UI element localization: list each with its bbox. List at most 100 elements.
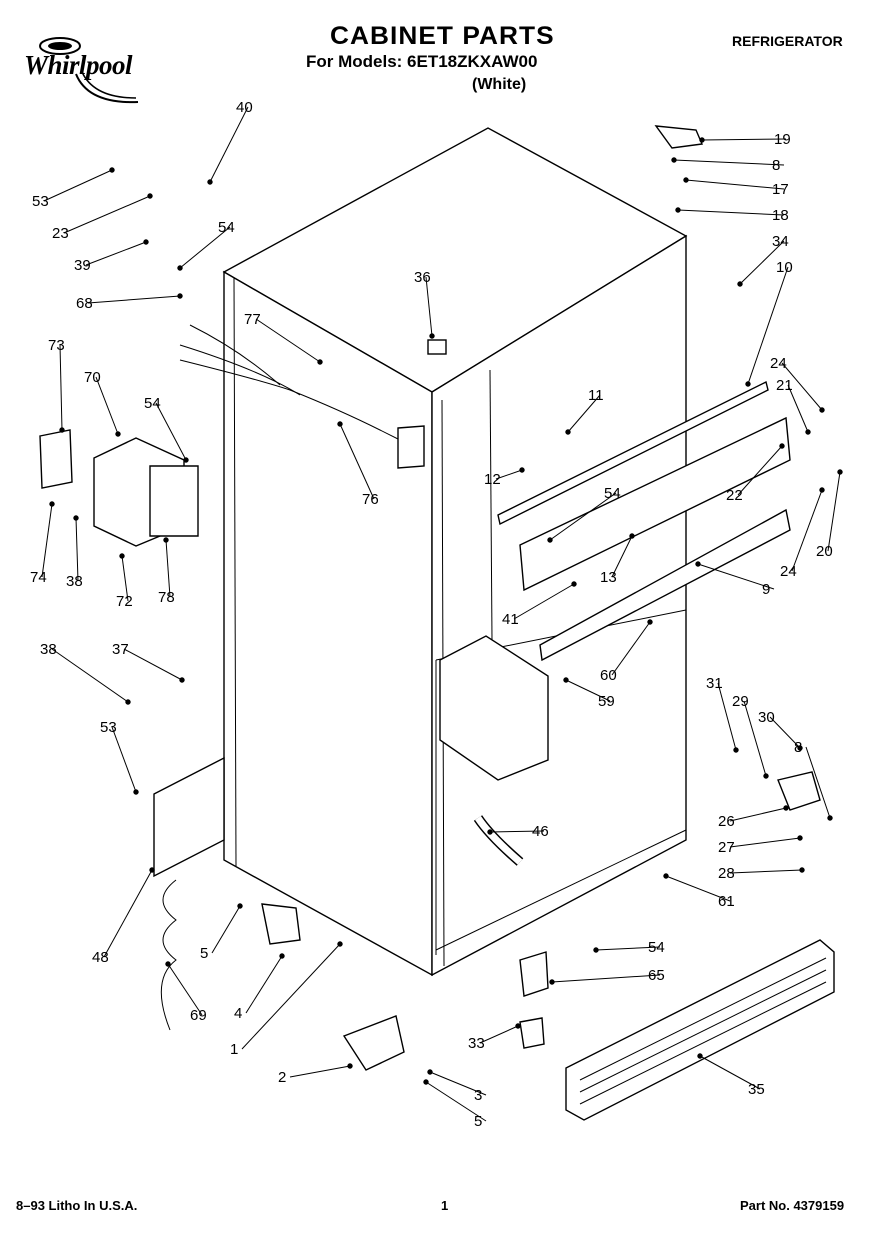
part-callout-3: 3 (474, 1087, 482, 1104)
leader-lines (41, 106, 843, 1122)
arrowhead-icon (805, 429, 811, 435)
arrowhead-icon (819, 487, 825, 493)
leader-line (123, 648, 183, 681)
leader-line (41, 503, 53, 578)
part-callout-10: 10 (776, 259, 793, 276)
leader-line (697, 563, 775, 590)
part-callout-38: 38 (40, 641, 57, 658)
arrowhead-icon (783, 805, 789, 811)
leader-line (51, 648, 129, 703)
product-category: REFRIGERATOR (732, 33, 843, 49)
part-callout-78: 78 (158, 589, 175, 606)
leader-line (787, 384, 809, 433)
arrowhead-icon (165, 961, 171, 967)
part-callout-73: 73 (48, 337, 65, 354)
arrowhead-icon (779, 443, 785, 449)
part-callout-20: 20 (816, 543, 833, 560)
leader-line (677, 209, 785, 216)
leader-line (85, 241, 147, 266)
leader-line (805, 746, 831, 819)
leader-line (551, 974, 661, 983)
part-callout-59: 59 (598, 693, 615, 710)
arrowhead-icon (737, 281, 743, 287)
leader-line (743, 700, 767, 777)
part-callout-38: 38 (66, 573, 83, 590)
leader-line (241, 943, 341, 1050)
arrowhead-icon (515, 1023, 521, 1029)
arrowhead-icon (147, 193, 153, 199)
leader-line (103, 869, 153, 958)
arrowhead-icon (571, 581, 577, 587)
leader-line (165, 539, 171, 598)
arrowhead-icon (697, 1053, 703, 1059)
part-callout-19: 19 (774, 131, 791, 148)
arrowhead-icon (109, 167, 115, 173)
arrowhead-icon (119, 553, 125, 559)
arrowhead-icon (125, 699, 131, 705)
part-callout-23: 23 (52, 225, 69, 242)
part-callout-34: 34 (772, 233, 789, 250)
arrowhead-icon (347, 1063, 353, 1069)
leader-line (87, 295, 181, 304)
part-callout-13: 13 (600, 569, 617, 586)
leader-line (495, 469, 523, 480)
leader-line (121, 555, 129, 602)
model-color: (White) (472, 76, 527, 93)
part-callout-65: 65 (648, 967, 665, 984)
leader-line (429, 1071, 487, 1096)
part-callout-35: 35 (748, 1081, 765, 1098)
part-callout-22: 22 (726, 487, 743, 504)
leader-line (167, 963, 203, 1016)
part-callout-70: 70 (84, 369, 101, 386)
part-callout-74: 74 (30, 569, 47, 586)
leader-line (479, 1025, 519, 1044)
leader-line (513, 583, 575, 620)
arrowhead-icon (563, 677, 569, 683)
part-callout-72: 72 (116, 593, 133, 610)
arrowhead-icon (565, 429, 571, 435)
part-callout-54: 54 (218, 219, 235, 236)
arrowhead-icon (149, 867, 155, 873)
model-number: For Models: 6ET18ZKXAW00 (306, 52, 538, 71)
part-callout-76: 76 (362, 491, 379, 508)
arrowhead-icon (675, 207, 681, 213)
part-callout-5: 5 (474, 1113, 482, 1130)
part-callout-18: 18 (772, 207, 789, 224)
leader-line (211, 905, 241, 954)
part-callout-11: 11 (588, 387, 604, 404)
arrowhead-icon (237, 903, 243, 909)
leader-line (43, 169, 113, 202)
part-callout-24: 24 (770, 355, 787, 372)
whirlpool-logo: Whirlpool (18, 32, 188, 108)
arrowhead-icon (593, 947, 599, 953)
arrowhead-icon (183, 457, 189, 463)
arrowhead-icon (699, 137, 705, 143)
leader-line (209, 106, 249, 183)
leader-line (729, 837, 801, 848)
brand-name: Whirlpool (24, 50, 133, 80)
leader-line (155, 402, 187, 461)
arrowhead-icon (133, 789, 139, 795)
arrowhead-icon (837, 469, 843, 475)
part-callout-37: 37 (112, 641, 129, 658)
leader-line (611, 621, 651, 676)
leader-line (729, 869, 803, 874)
leader-line (665, 875, 731, 902)
part-callout-5: 5 (200, 945, 208, 962)
arrowhead-icon (73, 515, 79, 521)
leader-line (699, 1055, 761, 1090)
part-callout-60: 60 (600, 667, 617, 684)
part-callout-28: 28 (718, 865, 735, 882)
leader-line (567, 394, 601, 433)
part-callout-4: 4 (234, 1005, 242, 1022)
arrowhead-icon (549, 979, 555, 985)
part-callout-8: 8 (794, 739, 802, 756)
leader-line (747, 266, 789, 385)
arrowhead-icon (797, 745, 803, 751)
arrowhead-icon (799, 867, 805, 873)
arrowhead-icon (519, 467, 525, 473)
arrowhead-icon (207, 179, 213, 185)
leader-line (549, 492, 617, 541)
